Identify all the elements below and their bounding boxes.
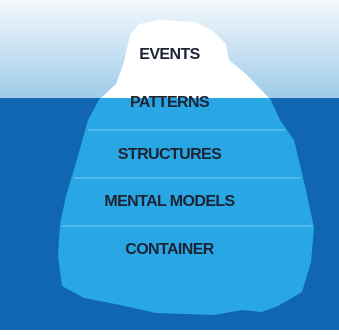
level-label-mental-models: MENTAL MODELS (104, 193, 235, 210)
iceberg-tip (101, 20, 270, 98)
level-label-patterns: PATTERNS (129, 94, 210, 111)
level-label-container: CONTAINER (125, 241, 214, 258)
iceberg-body (58, 98, 314, 315)
level-label-structures: STRUCTURES (117, 146, 222, 163)
level-label-events: EVENTS (139, 46, 200, 63)
